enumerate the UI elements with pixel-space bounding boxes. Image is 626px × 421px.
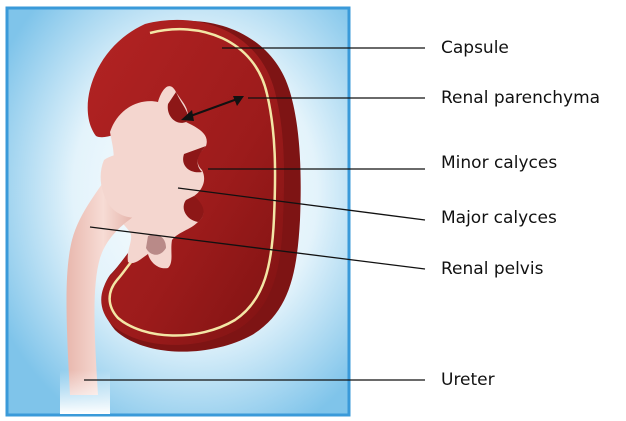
label-capsule: Capsule [441, 38, 509, 58]
label-minor-calyces: Minor calyces [441, 153, 557, 173]
label-ureter: Ureter [441, 370, 495, 390]
label-major-calyces: Major calyces [441, 208, 557, 228]
ureter-fade [60, 370, 110, 414]
label-renal-pelvis: Renal pelvis [441, 259, 543, 279]
label-renal-parenchyma: Renal parenchyma [441, 88, 600, 108]
